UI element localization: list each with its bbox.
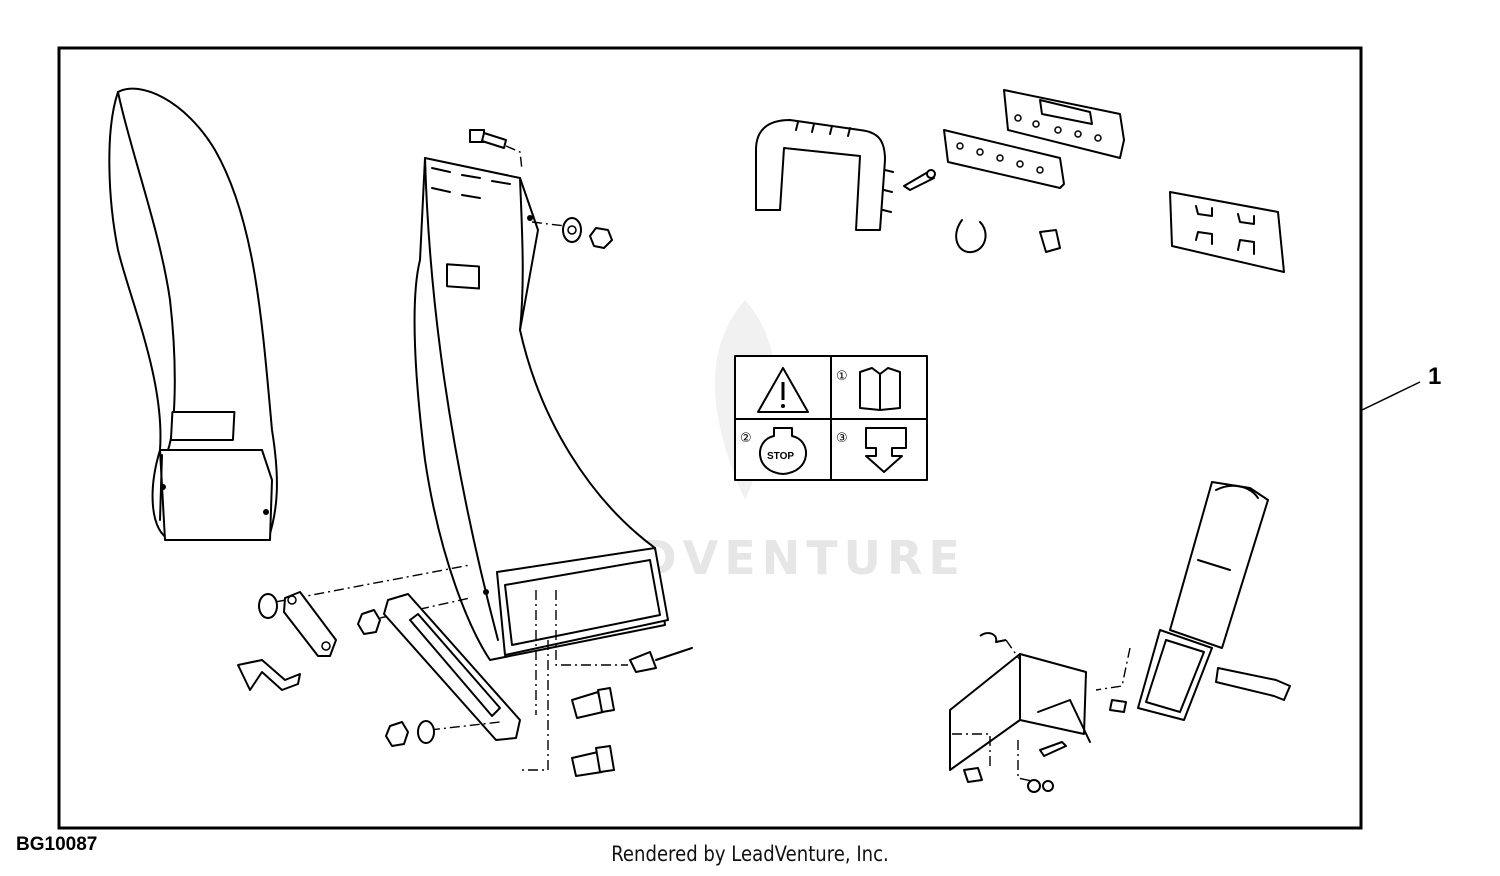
top-bolt (469, 129, 523, 171)
small-pin (903, 169, 936, 191)
hinge-plate-lower (943, 129, 1065, 189)
decal-stop-text: STOP (767, 451, 794, 462)
latch-assembly (949, 481, 1291, 793)
callout-1: 1 (1361, 363, 1441, 411)
decal-step-1: ① (836, 369, 848, 384)
callout-number: 1 (1428, 363, 1441, 390)
retaining-ring (955, 219, 987, 254)
render-credit: Rendered by LeadVenture, Inc. (611, 842, 889, 866)
mount-hardware (237, 564, 693, 777)
chute-body (413, 157, 669, 661)
washer-nut (531, 217, 613, 249)
hinge-plate-upper (1003, 89, 1125, 159)
warning-decal: ① ② STOP ③ (734, 355, 928, 481)
drawing-code: BG10087 (16, 834, 98, 855)
decal-step-2: ② (740, 431, 752, 446)
gasket-plate (1169, 191, 1285, 273)
spring-clip (1039, 229, 1061, 253)
diagram-frame (57, 46, 1363, 830)
handle-bracket (755, 119, 894, 231)
decal-step-3: ③ (836, 431, 848, 446)
chute-deflector (108, 87, 278, 541)
